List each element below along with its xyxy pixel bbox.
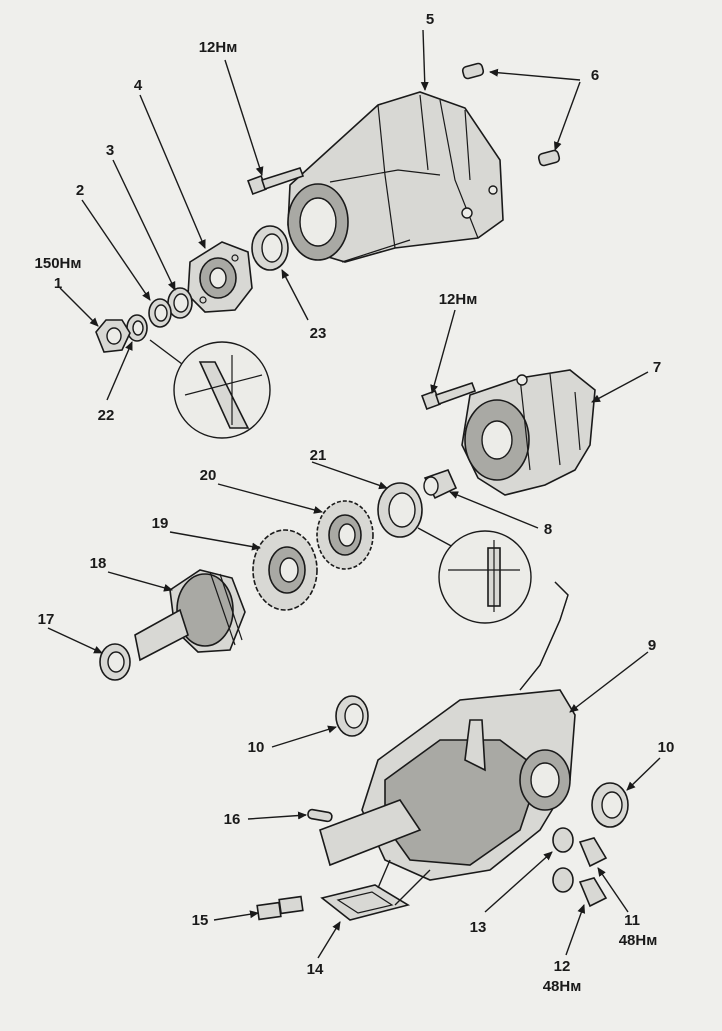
detail-view-staking: [149, 339, 271, 439]
plug-part-11: [578, 837, 608, 868]
companion-flange-part-4: [187, 241, 253, 313]
oil-seal-part-23: [251, 225, 289, 271]
callout-9: 9: [648, 637, 656, 654]
callout-1: 1: [54, 275, 62, 292]
callout-10-right: 10: [658, 739, 675, 756]
callout-16: 16: [224, 811, 241, 828]
dowel-pins-part-6: [461, 62, 561, 167]
nut-part-1: [95, 319, 131, 353]
sleeve-part-8: [423, 469, 458, 500]
rear-housing-part-5: [287, 91, 504, 263]
callout-7: 7: [653, 359, 661, 376]
callout-21: 21: [310, 447, 327, 464]
washer-part-2: [148, 298, 172, 328]
oil-seal-part-21: [377, 482, 423, 538]
oil-seal-part-10-right: [591, 782, 629, 828]
callout-10-left: 10: [248, 739, 265, 756]
torque-plug-11: 48Нм: [619, 932, 658, 949]
plug-part-12: [578, 877, 608, 908]
oil-seal-part-10-left: [335, 695, 369, 737]
callout-17: 17: [38, 611, 55, 628]
gear-shaft-part-18: [134, 569, 246, 662]
callout-18: 18: [90, 555, 107, 572]
washer-part-22: [126, 314, 148, 342]
thrust-washer-part-17: [99, 643, 131, 681]
leader-lines: [47, 29, 661, 959]
callout-13: 13: [470, 919, 487, 936]
callout-22: 22: [98, 407, 115, 424]
callout-15: 15: [192, 912, 209, 929]
bolt-12nm-top: [247, 167, 305, 195]
transfer-case-part-9: [319, 581, 576, 881]
callout-4: 4: [134, 77, 143, 94]
detail-view-seal: [417, 527, 532, 624]
callout-5: 5: [426, 11, 434, 28]
pin-part-16: [307, 808, 333, 823]
gear-part-19: [252, 529, 318, 611]
callout-12: 12: [554, 958, 571, 975]
torque-bolt-top: 12Нм: [199, 39, 238, 56]
blocks-part-15: [256, 895, 304, 921]
torque-nut-1: 150Нм: [35, 255, 82, 272]
torque-plug-12: 48Нм: [543, 978, 582, 995]
callout-labels: 1 2 3 4 5 6 7 8 9 10 10 11 12 13 14 15 1…: [38, 11, 675, 978]
plate-part-14: [320, 884, 411, 921]
bolt-12nm-part-7: [421, 381, 477, 410]
callout-23: 23: [310, 325, 327, 342]
callout-20: 20: [200, 467, 217, 484]
callout-19: 19: [152, 515, 169, 532]
callout-11: 11: [624, 912, 640, 929]
torque-labels: 150Нм 12Нм 12Нм 48Нм 48Нм: [35, 39, 658, 995]
gasket-part-13: [552, 827, 574, 893]
gear-part-20: [316, 500, 374, 570]
callout-2: 2: [76, 182, 84, 199]
adapter-housing-part-7: [461, 369, 596, 496]
callout-8: 8: [544, 521, 552, 538]
callout-14: 14: [307, 961, 324, 978]
torque-bolt-7: 12Нм: [439, 291, 478, 308]
callout-6: 6: [591, 67, 599, 84]
callout-3: 3: [106, 142, 114, 159]
